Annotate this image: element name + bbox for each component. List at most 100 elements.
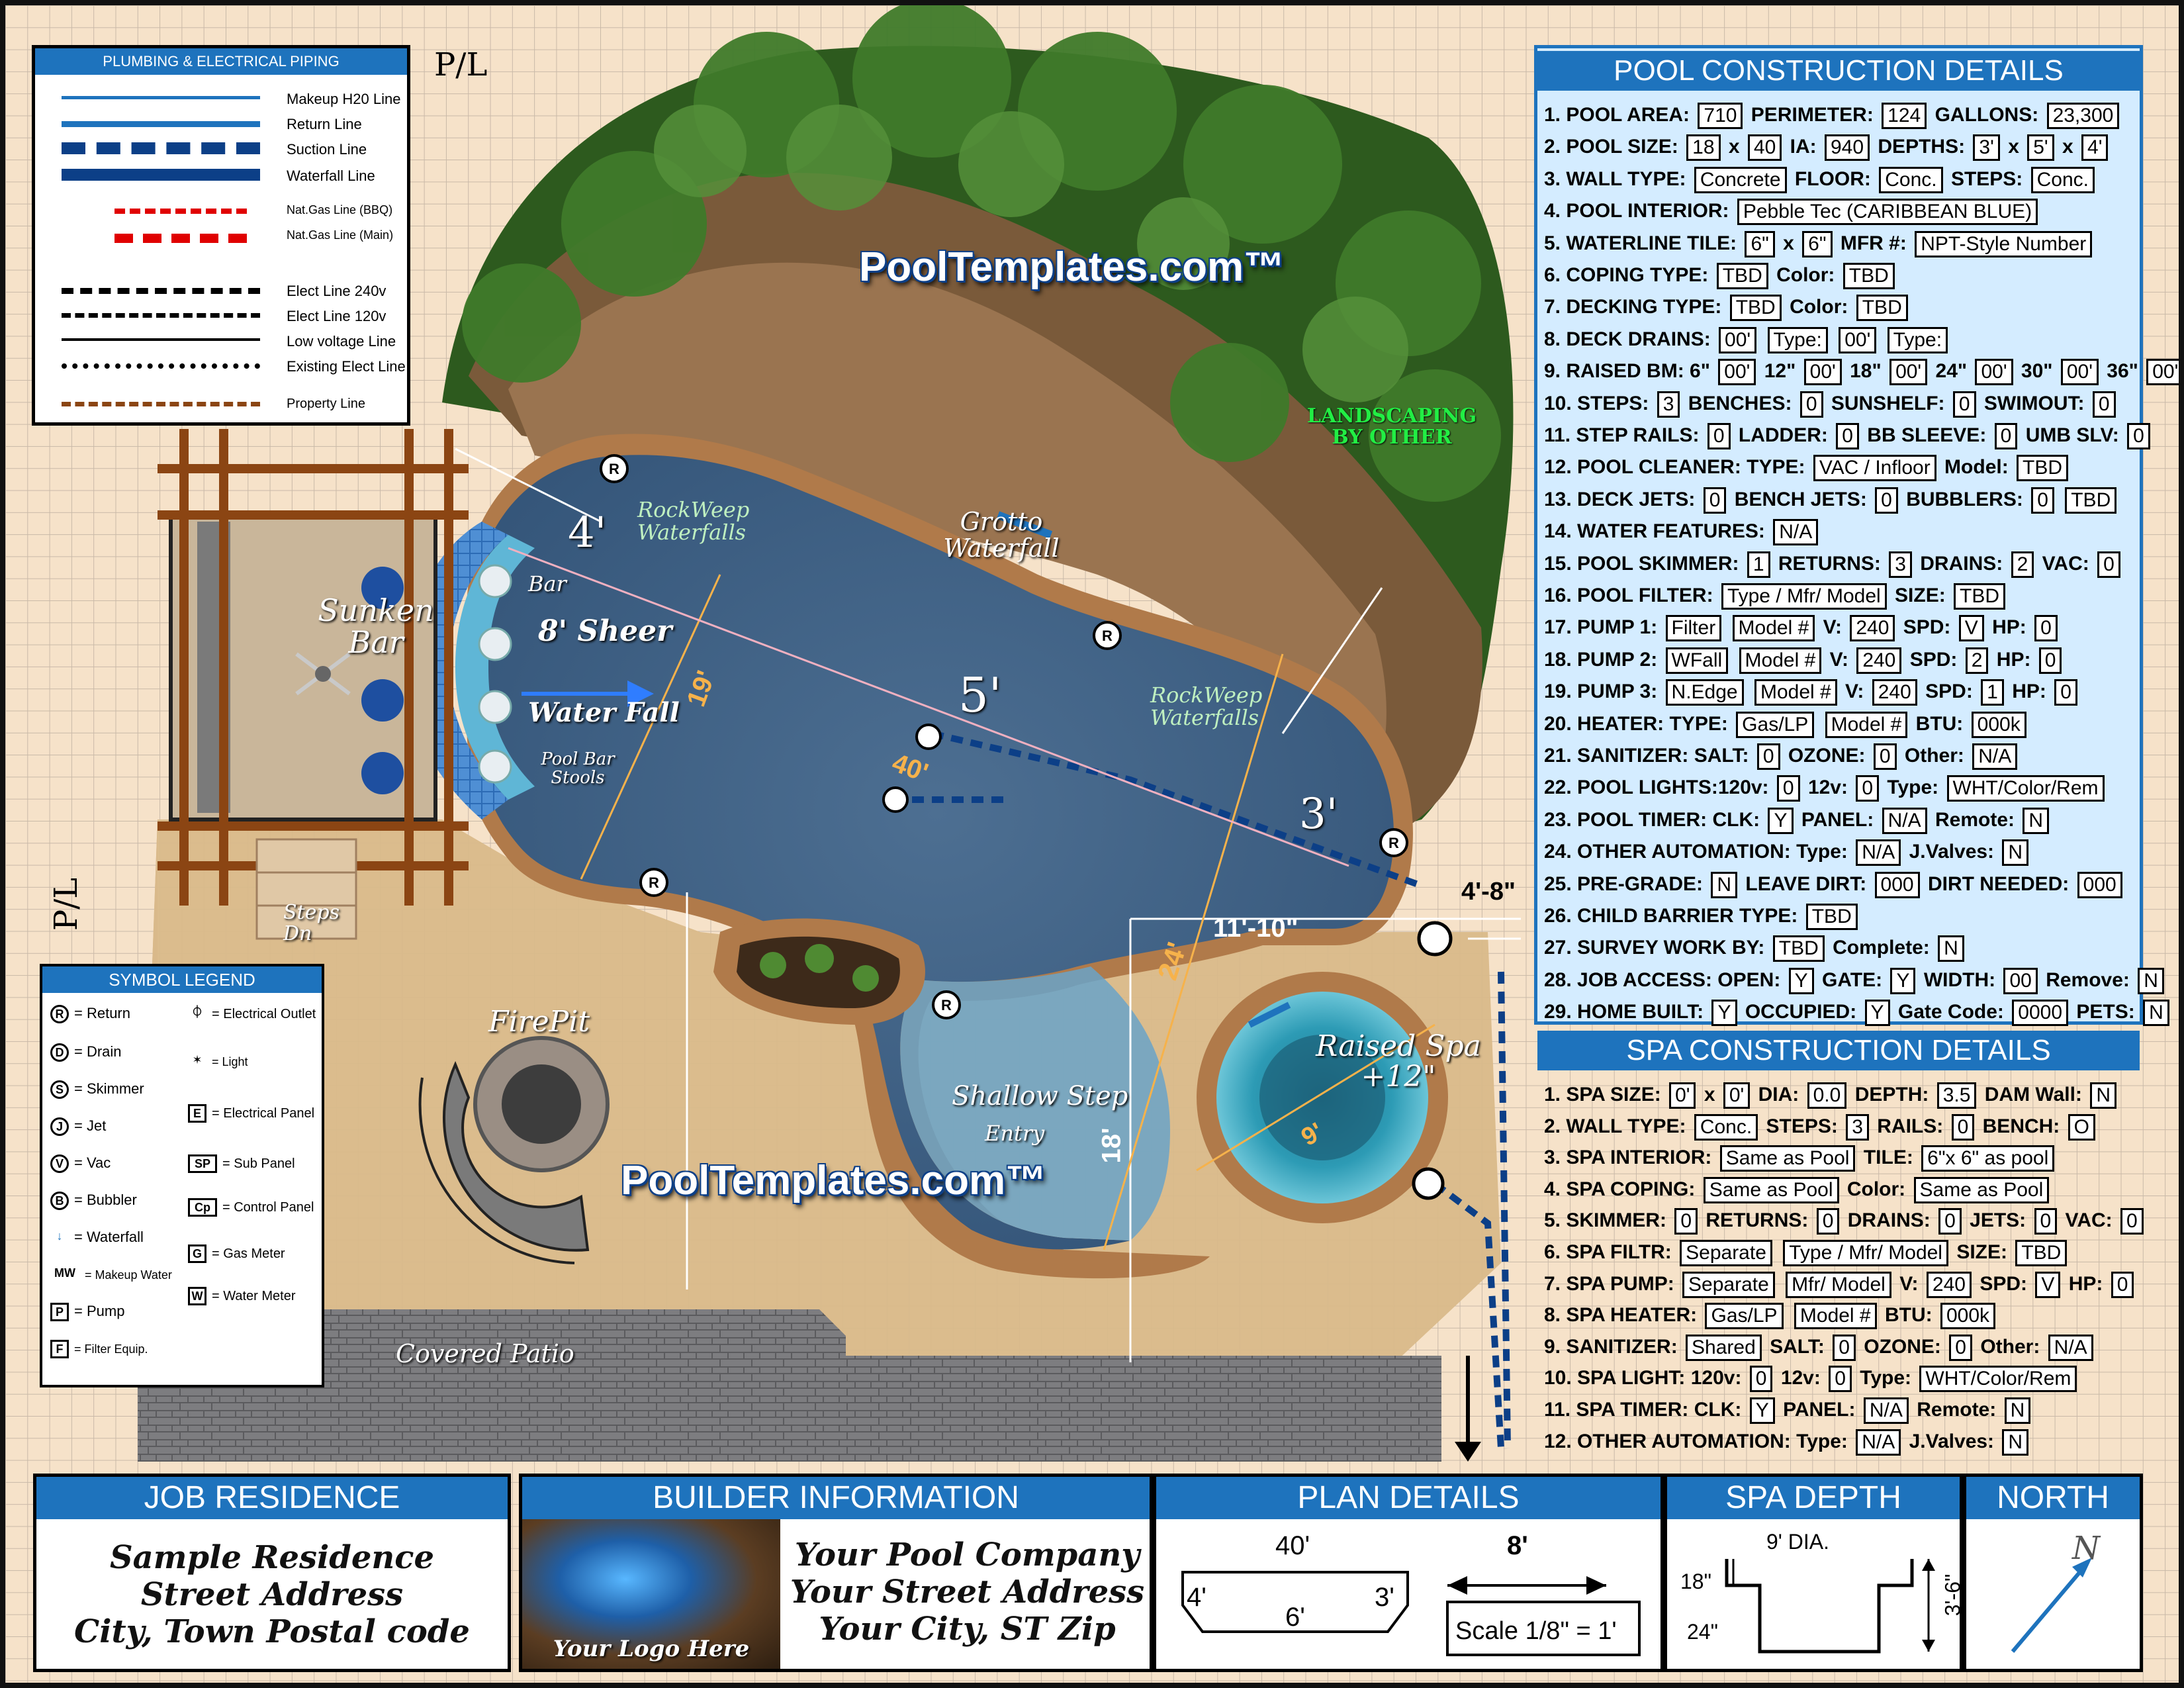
property-line-label-top: P/L [434,46,488,83]
detail-row: 12. OTHER AUTOMATION: Type: N/A J.Valves… [1544,1429,2031,1458]
detail-label: SIZE: [1895,584,1946,606]
svg-text:R: R [941,997,952,1013]
detail-row: 7. SPA PUMP: Separate Mfr/ Model V: 240 … [1544,1271,2136,1301]
detail-label: VAC: [2065,1209,2113,1232]
detail-value: 0 [1749,1366,1773,1393]
detail-label: PERIMETER: [1751,103,1874,126]
legend-label: Existing Elect Line [287,358,406,375]
detail-value: Pebble Tec (CARIBBEAN BLUE) [1737,199,2038,226]
detail-label: Gate Code: [1897,1001,2004,1023]
pool-construction-details-panel: POOL CONSTRUCTION DETAILS 1. POOL AREA: … [1534,45,2179,1456]
detail-label: 25. PRE-GRADE: [1544,872,1704,895]
detail-row: 23. POOL TIMER: CLK: Y PANEL: N/A Remote… [1544,807,2052,837]
detail-value: Same as Pool [1719,1145,1856,1172]
detail-value: 0 [1829,1366,1852,1393]
detail-value: 0' [1669,1082,1696,1109]
legend-symbol-label: = Electrical Panel [212,1106,315,1121]
detail-row: 5. WATERLINE TILE: 6" x 6" MFR #: NPT-St… [1544,230,2095,260]
detail-row: 10. SPA LIGHT: 120v: 0 12v: 0 Type: WHT/… [1544,1366,2079,1395]
detail-label: Type: [1860,1367,1912,1389]
detail-value: WHT/Color/Rem [1919,1366,2077,1393]
detail-label: 12" [1764,360,1796,383]
detail-value: 5' [2027,134,2054,162]
legend-label: Return Line [287,116,362,132]
makeup-water-icon: MW [54,1266,75,1280]
detail-label: 12v: [1780,1367,1821,1389]
legend-symbol-label: = Skimmer [74,1080,144,1097]
detail-label: 24. OTHER AUTOMATION: Type: [1544,841,1848,863]
detail-label: DEPTH: [1854,1083,1929,1105]
detail-label: STEPS: [1766,1115,1838,1137]
plan-depth-mid: 6' [1285,1603,1305,1632]
detail-label: 6. SPA FILTR: [1544,1241,1672,1263]
raised-spa-label: Raised Spa +12" [1316,1029,1481,1094]
detail-value: Y [1788,967,1814,994]
detail-value: 0 [1994,423,2018,449]
detail-row: 27. SURVEY WORK BY: TBD Complete: N [1544,935,1967,964]
detail-value: 240 [1856,647,1902,674]
depth-label-4ft: 4' [568,508,607,557]
legend-symbol-label: = Light [212,1055,248,1068]
sub-panel-icon: SP [188,1154,217,1174]
detail-value: Model # [1739,647,1822,674]
detail-label: 13. DECK JETS: [1544,488,1696,510]
detail-value: TBD [1772,935,1825,962]
detail-value: TBD [1716,263,1768,289]
detail-value: 00' [1719,326,1757,353]
builder-street: Your Street Address [790,1573,1145,1611]
builder-logo: Your Logo Here [522,1519,780,1669]
plan-details-title: PLAN DETAILS [1156,1477,1661,1519]
svg-text:R: R [1388,835,1399,851]
detail-value: V [1958,615,1984,642]
detail-label: RETURNS: [1778,552,1881,575]
symbol-legend: SYMBOL LEGEND R= Return D= Drain S= Skim… [40,964,324,1387]
detail-label: Other: [1980,1335,2040,1358]
detail-label: RETURNS: [1706,1209,1809,1232]
spa-depth-diagram [1725,1559,1935,1654]
detail-value: 0 [1707,423,1731,449]
drain-icon: D [50,1043,69,1062]
detail-row: 9. SANITIZER: Shared SALT: 0 OZONE: 0 Ot… [1544,1334,2096,1364]
detail-value: N [2143,1000,2169,1027]
plumbing-legend: PLUMBING & ELECTRICAL PIPING Makeup H20 … [32,45,410,426]
detail-row: 1. SPA SIZE: 0' x 0' DIA: 0.0 DEPTH: 3.5… [1544,1082,2119,1111]
detail-label: DIRT NEEDED: [1927,872,2070,895]
detail-label: x [2062,136,2073,158]
detail-value: 00 [2003,967,2038,994]
brand-watermark-bottom: PoolTemplates.com™ [621,1158,1047,1203]
detail-label: Type: [1887,776,1939,799]
detail-value: 0 [1776,775,1800,802]
detail-label: 3. WALL TYPE: [1544,167,1686,190]
north-arrow-icon [2011,1558,2092,1653]
skimmer-icon: S [50,1080,69,1100]
detail-label: BENCH: [1982,1115,2060,1137]
sunken-bar-label: Sunken Bar [318,592,434,660]
north-box: NORTH N [1963,1474,2143,1672]
detail-value: 0 [1674,1208,1698,1235]
legend-symbol-vac: V= Vac [50,1154,111,1174]
detail-row: 5. SKIMMER: 0 RETURNS: 0 DRAINS: 0 JETS:… [1544,1208,2146,1237]
detail-row: 11. STEP RAILS: 0 LADDER: 0 BB SLEEVE: 0… [1544,423,2153,452]
detail-label: GALLONS: [1934,103,2039,126]
legend-row: Elect Line 120v [62,305,406,328]
detail-label: STEPS: [1950,167,2023,190]
detail-value: Y [1711,1000,1737,1027]
detail-value: 0 [1875,487,1898,514]
detail-label: 23. POOL TIMER: CLK: [1544,808,1760,831]
line-sample [62,96,260,99]
detail-value: TBD [2015,1240,2068,1266]
legend-symbol-skimmer: S = Skimmer [50,1080,144,1100]
plan-depth-right: 3' [1375,1583,1394,1612]
detail-row: 11. SPA TIMER: CLK: Y PANEL: N/A Remote:… [1544,1397,2033,1427]
detail-label: 5. SKIMMER: [1544,1209,1667,1232]
jet-icon: J [50,1117,69,1137]
legend-symbol-water-meter: W= Water Meter [188,1287,296,1306]
detail-value: Conc. [1879,166,1943,193]
detail-value: V [2035,1271,2061,1298]
detail-value: N/A [1863,1397,1909,1424]
detail-value: 0 [1949,1334,1972,1361]
detail-value: N.Edge [1665,679,1744,706]
job-residence-street: Street Address [140,1576,404,1613]
spa-diameter: 9' DIA. [1766,1530,1830,1554]
